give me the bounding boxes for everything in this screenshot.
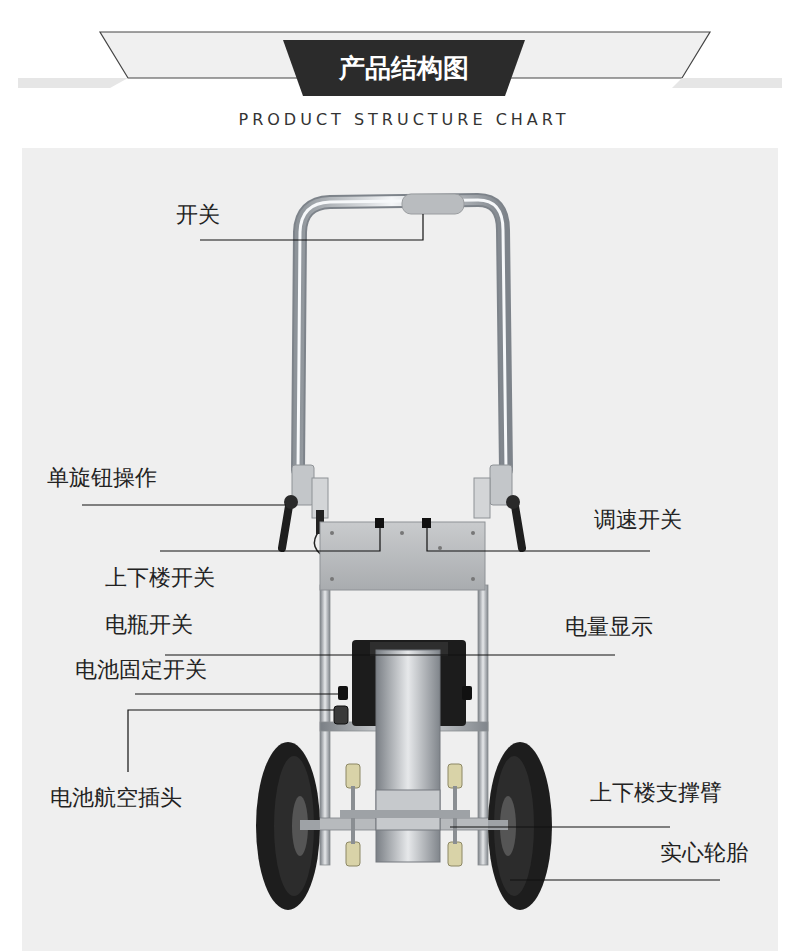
solid-tyre <box>256 742 552 910</box>
control-plate <box>320 518 485 590</box>
background-panel <box>22 148 778 951</box>
title-banner <box>18 32 782 96</box>
part-label: 单旋钮操作 <box>47 465 157 491</box>
part-label: 开关 <box>176 202 220 228</box>
part-label: 上下楼开关 <box>105 565 215 591</box>
body-frame <box>318 585 490 865</box>
chart-subtitle: PRODUCT STRUCTURE CHART <box>4 110 800 130</box>
climbing-column <box>376 650 440 862</box>
chart-title: 产品结构图 <box>283 53 525 83</box>
part-label: 上下楼支撑臂 <box>590 780 722 806</box>
part-label: 电池航空插头 <box>50 785 182 811</box>
part-label: 实心轮胎 <box>660 840 748 866</box>
handle-grip <box>402 194 464 214</box>
part-label: 调速开关 <box>594 507 682 533</box>
support-arms <box>340 764 470 866</box>
part-label: 电量显示 <box>565 614 653 640</box>
part-label: 电瓶开关 <box>105 612 193 638</box>
part-label: 电池固定开关 <box>75 657 207 683</box>
